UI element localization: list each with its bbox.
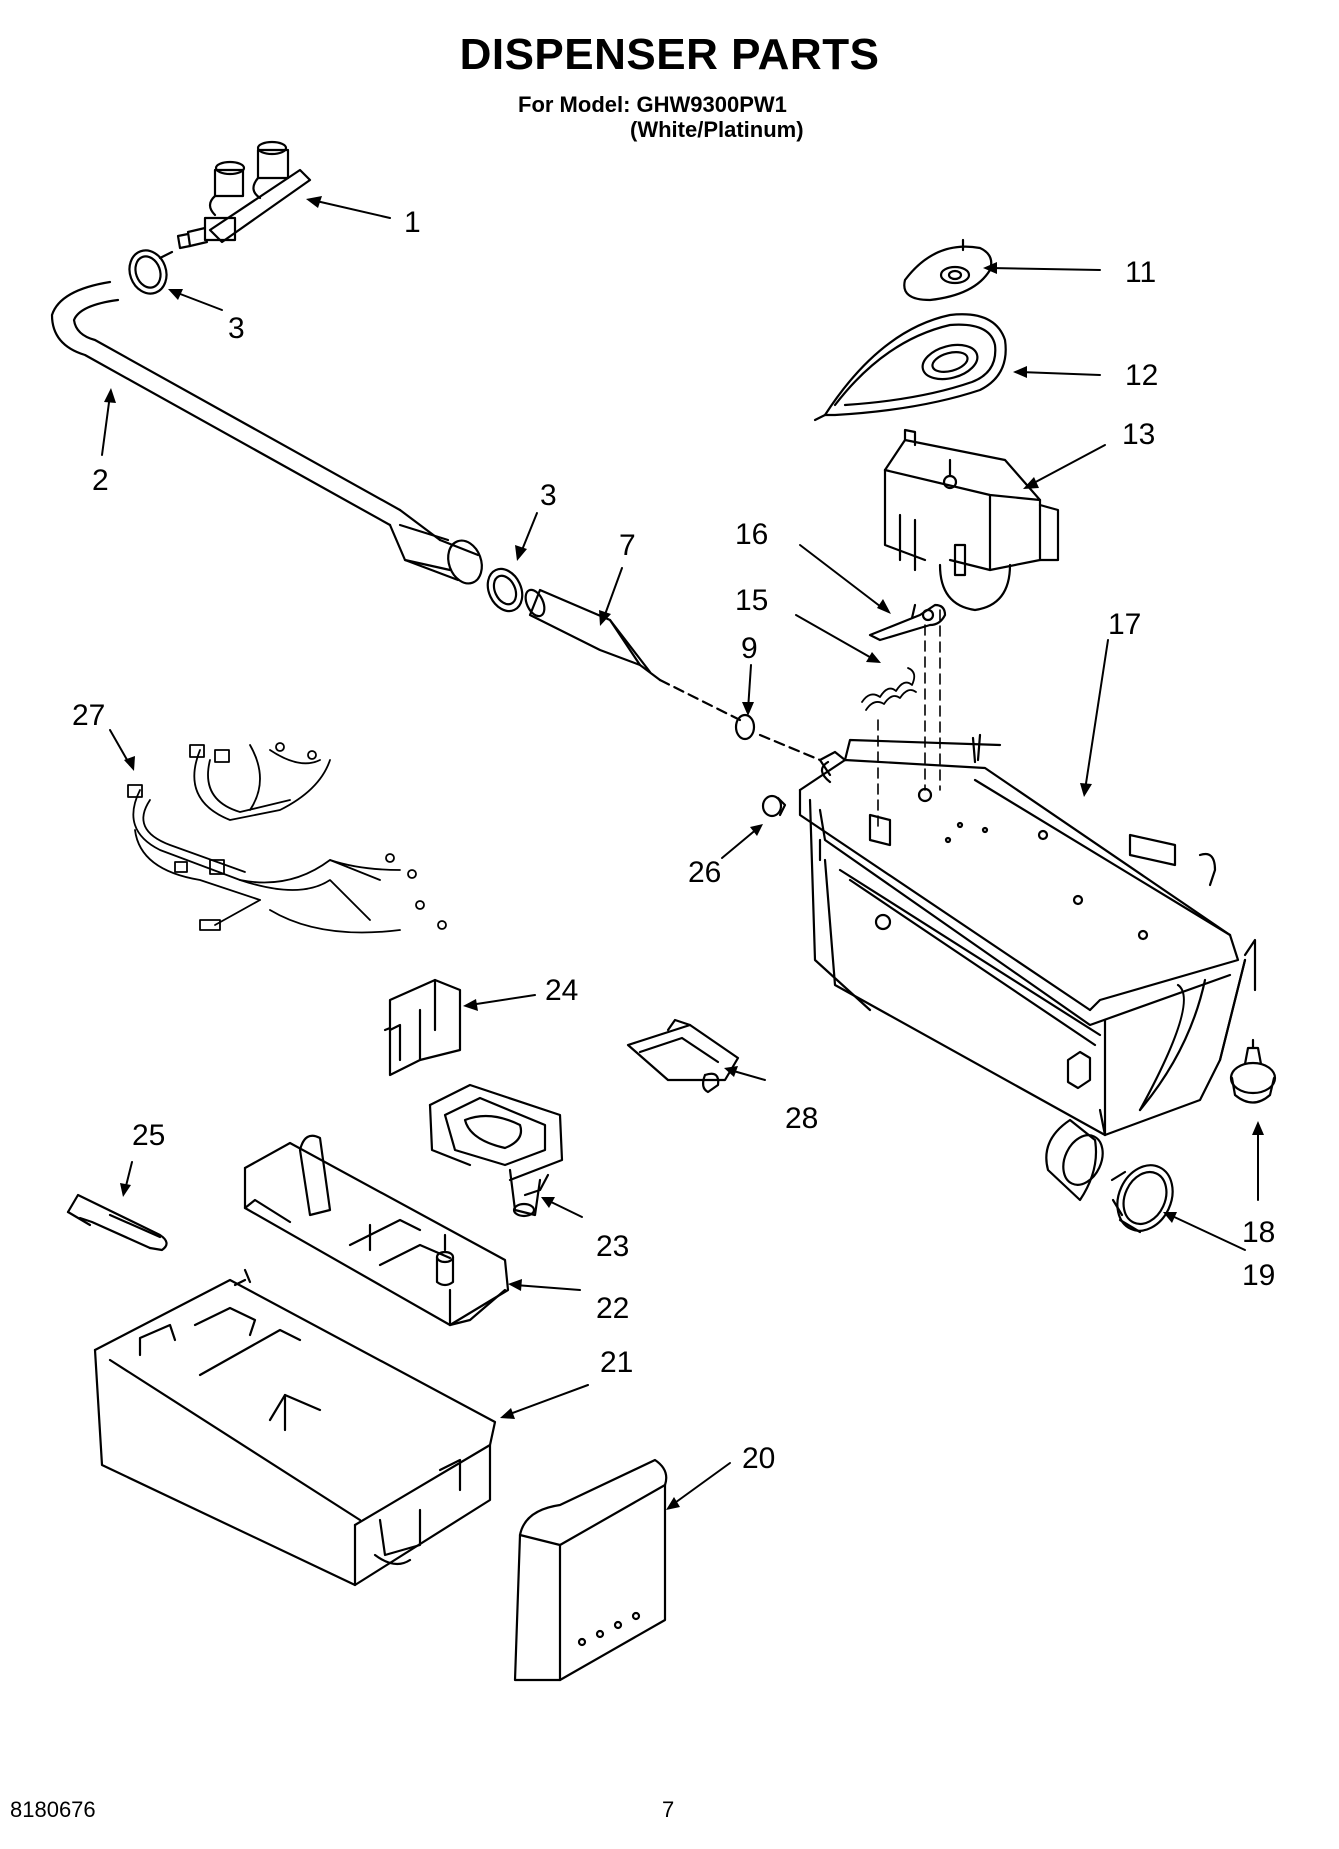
- leader-arrows: [101, 199, 1259, 1506]
- part-20-drawer-front: [513, 1458, 668, 1682]
- part-18-fitting: [1229, 1038, 1277, 1104]
- callout-1: 1: [404, 206, 421, 239]
- callout-19: 19: [1242, 1259, 1275, 1292]
- callout-3-upper: 3: [228, 312, 245, 345]
- callout-13: 13: [1122, 418, 1155, 451]
- callout-16: 16: [735, 518, 768, 551]
- part-3-hose-clamp-upper: [128, 249, 174, 295]
- part-25-clip: [66, 1193, 168, 1252]
- callout-23: 23: [596, 1230, 629, 1263]
- model-variant: (White/Platinum): [630, 117, 804, 142]
- document-code: 8180676: [10, 1797, 96, 1822]
- callout-25: 25: [132, 1119, 165, 1152]
- callout-9: 9: [741, 632, 758, 665]
- part-2-fill-hose: [50, 280, 483, 585]
- callout-27: 27: [72, 699, 105, 732]
- part-19-outlet-ring: [1045, 1118, 1174, 1234]
- part-22-dispenser-cup: [243, 1134, 510, 1327]
- part-17-dispenser-housing: [798, 733, 1257, 1137]
- part-16-lever: [868, 603, 947, 642]
- part-26-grommet: [761, 794, 787, 818]
- part-23-softener-cup: [428, 1083, 564, 1218]
- part-11-cap: [903, 238, 993, 302]
- part-24-bracket: [383, 978, 462, 1077]
- page-number: 7: [662, 1797, 675, 1822]
- part-28-latch-clip: [626, 1018, 740, 1094]
- callout-15: 15: [735, 584, 768, 617]
- callout-24: 24: [545, 974, 578, 1007]
- callout-18: 18: [1242, 1216, 1275, 1249]
- part-1-inlet-valve: [176, 140, 312, 250]
- part-12-gasket: [813, 313, 1007, 422]
- part-3-hose-clamp-lower: [486, 567, 524, 613]
- model-number: For Model: GHW9300PW1: [518, 92, 787, 117]
- callout-20: 20: [742, 1442, 775, 1475]
- callout-17: 17: [1108, 608, 1141, 641]
- callout-2: 2: [92, 464, 109, 497]
- callout-28: 28: [785, 1102, 818, 1135]
- part-7-inlet-tube: [524, 588, 742, 722]
- part-21-dispenser-drawer: [93, 1268, 497, 1587]
- part-13-actuator-bracket: [883, 428, 1060, 612]
- callout-26: 26: [688, 856, 721, 889]
- callout-21: 21: [600, 1346, 633, 1379]
- callout-3-lower: 3: [540, 479, 557, 512]
- part-9-o-ring: [734, 713, 822, 762]
- callout-11: 11: [1125, 256, 1156, 289]
- page-title: DISPENSER PARTS: [459, 30, 880, 79]
- callout-12: 12: [1125, 359, 1158, 392]
- callout-7: 7: [619, 529, 636, 562]
- part-27-wire-harness: [127, 742, 447, 934]
- callout-22: 22: [596, 1292, 629, 1325]
- callout-labels: 1 3 2 3 7 9 11 12 13 16 15 17 27 26 24 2…: [72, 206, 1275, 1475]
- part-15-spring: [861, 667, 917, 711]
- arrow-heads: [104, 196, 1264, 1510]
